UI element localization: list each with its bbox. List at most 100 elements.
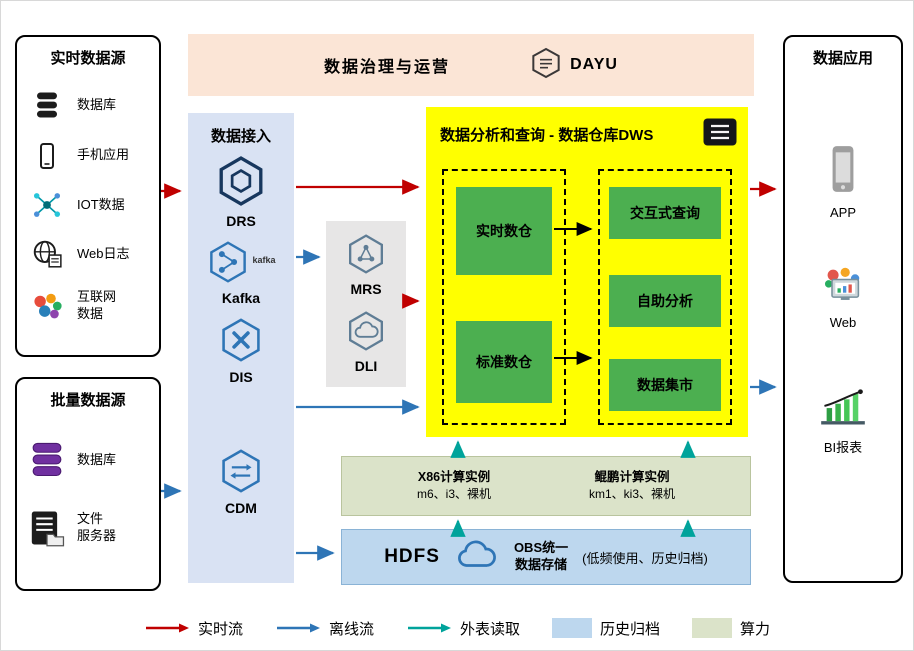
source-item-database: 数据库 — [27, 89, 155, 121]
staging-panel: MRS DLI — [326, 221, 406, 387]
compute-group-subtitle: km1、ki3、裸机 — [588, 487, 675, 502]
compute-group-subtitle: m6、i3、裸机 — [416, 487, 491, 502]
applications-panel: 数据应用 APP Web BI报表 — [783, 35, 903, 583]
cdm-icon — [218, 449, 264, 498]
service-mrs: MRS — [345, 234, 387, 297]
legend-label: 离线流 — [328, 620, 374, 638]
legend-offline-flow: 离线流 — [275, 618, 374, 639]
service-kafka: kafka Kafka — [206, 241, 276, 306]
app-item-label: BI报表 — [823, 440, 863, 455]
archive-swatch — [552, 618, 592, 638]
legend-external-read: 外表读取 — [406, 618, 520, 639]
hdfs-label: HDFS — [384, 546, 440, 567]
source-item-internet-data: 互联网 数据 — [27, 289, 155, 323]
web-log-icon — [27, 239, 67, 269]
internet-data-icon — [27, 291, 67, 321]
mrs-label: MRS — [350, 281, 382, 298]
compute-group-kunpeng: 鲲鹏计算实例 km1、ki3、裸机 — [589, 469, 675, 503]
batch-sources-panel: 批量数据源 数据库 文件 服务器 — [15, 377, 161, 591]
governance-banner: 数据治理与运营 DAYU — [188, 34, 754, 96]
applications-list: APP Web BI报表 — [785, 68, 901, 456]
blue-arrow-icon — [276, 623, 320, 633]
drs-icon — [215, 156, 267, 211]
dis-label: DIS — [229, 369, 253, 385]
kafka-logo-text: kafka — [252, 255, 276, 265]
legend-label: 算力 — [740, 620, 771, 638]
compute-panel: X86计算实例 m6、i3、裸机 鲲鹏计算实例 km1、ki3、裸机 — [341, 456, 751, 516]
app-item-app: APP — [827, 144, 859, 220]
app-item-web: Web — [821, 266, 865, 330]
compute-group-title: 鲲鹏计算实例 — [594, 469, 670, 484]
teal-arrow-icon — [407, 623, 451, 633]
source-item-file-server: 文件 服务器 — [27, 508, 155, 548]
source-item-label: 数据库 — [77, 96, 117, 112]
storage-panel: HDFS OBS统一 数据存储 (低频使用、历史归档) — [341, 529, 751, 585]
mrs-icon — [345, 234, 387, 279]
module-self-service-analysis: 自助分析 — [609, 275, 721, 327]
cdm-label: CDM — [225, 500, 257, 516]
module-data-mart: 数据集市 — [609, 359, 721, 411]
query-group: 交互式查询 自助分析 数据集市 — [598, 169, 732, 425]
source-item-label: 文件 服务器 — [77, 511, 117, 543]
realtime-sources-panel: 实时数据源 数据库 手机应用 IOT数据 — [15, 35, 161, 357]
compute-swatch — [692, 618, 733, 638]
batch-sources-title: 批量数据源 — [50, 392, 126, 409]
source-item-label: 数据库 — [77, 451, 117, 467]
module-interactive-query: 交互式查询 — [609, 187, 721, 239]
legend-archive: 历史归档 — [552, 618, 660, 639]
drs-label: DRS — [226, 213, 256, 229]
source-item-label: IOT数据 — [77, 196, 125, 212]
database-purple-icon — [27, 440, 67, 480]
web-app-icon — [821, 266, 865, 309]
governance-title: 数据治理与运营 — [324, 59, 451, 76]
obs-title: OBS统一 数据存储 — [513, 540, 569, 572]
phone-icon — [27, 141, 67, 171]
module-realtime-warehouse: 实时数仓 — [456, 187, 552, 275]
app-item-label: APP — [829, 205, 856, 220]
dayu-icon — [530, 47, 562, 84]
service-dis: DIS — [218, 318, 264, 385]
applications-title: 数据应用 — [812, 50, 873, 67]
realtime-sources-list: 数据库 手机应用 IOT数据 Web日志 — [17, 68, 159, 350]
source-item-web-log: Web日志 — [27, 239, 155, 269]
database-icon — [27, 89, 67, 121]
dws-panel: 数据分析和查询 - 数据仓库DWS 实时数仓 标准数仓 交互式查询 自助分析 数… — [426, 107, 748, 437]
module-standard-warehouse: 标准数仓 — [456, 321, 552, 403]
compute-group-x86: X86计算实例 m6、i3、裸机 — [417, 469, 491, 503]
dayu-label: DAYU — [570, 56, 618, 73]
source-item-label: Web日志 — [77, 245, 130, 261]
dli-label: DLI — [354, 357, 378, 374]
service-cdm: CDM — [218, 449, 264, 516]
dws-header: 数据分析和查询 - 数据仓库DWS — [426, 107, 748, 152]
legend-compute: 算力 — [692, 618, 770, 639]
warehouse-group: 实时数仓 标准数仓 — [442, 169, 566, 425]
iot-icon — [27, 190, 67, 220]
source-item-label: 手机应用 — [77, 147, 130, 163]
legend-label: 外表读取 — [459, 620, 520, 638]
source-item-label: 互联网 数据 — [77, 288, 117, 321]
obs-note: (低频使用、历史归档) — [582, 550, 708, 566]
service-dli: DLI — [345, 310, 387, 374]
kafka-label: Kafka — [221, 290, 261, 306]
bi-report-icon — [819, 388, 867, 431]
app-item-label: Web — [829, 315, 857, 330]
compute-group-title: X86计算实例 — [417, 469, 491, 484]
document-icon — [702, 117, 738, 152]
legend-realtime-flow: 实时流 — [144, 618, 243, 639]
dayu-product: DAYU — [530, 47, 618, 84]
realtime-sources-title: 实时数据源 — [50, 50, 126, 67]
app-phone-icon — [827, 144, 859, 199]
service-drs: DRS — [215, 156, 267, 229]
source-item-iot: IOT数据 — [27, 190, 155, 220]
legend-label: 实时流 — [197, 620, 243, 638]
legend: 实时流 离线流 外表读取 历史归档 算力 — [1, 611, 913, 645]
legend-label: 历史归档 — [600, 620, 661, 638]
red-arrow-icon — [145, 623, 189, 633]
source-item-mobile-app: 手机应用 — [27, 141, 155, 171]
obs-cloud-icon — [454, 539, 500, 576]
dis-icon — [218, 318, 264, 367]
app-item-bi-report: BI报表 — [819, 388, 867, 456]
dli-icon — [345, 310, 387, 356]
ingestion-panel: 数据接入 DRS kafka Kafka DIS — [188, 113, 294, 583]
